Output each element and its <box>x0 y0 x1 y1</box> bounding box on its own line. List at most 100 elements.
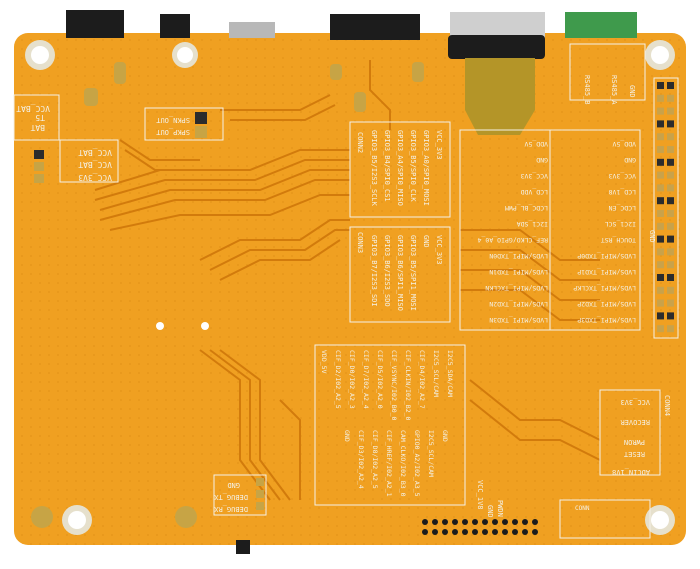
audio-jack <box>160 14 190 38</box>
vga-port <box>330 14 420 40</box>
rs485-silkscreen: RS485_A RS485_B GND <box>569 43 646 105</box>
camera-row: CIF_D0/I02_A2_3 <box>348 350 356 409</box>
bottom-header-pin <box>502 519 508 525</box>
lcd-left-label: VDD_5V <box>524 140 548 148</box>
lcd-right-label: LVDS/MIPI_TXD1P <box>577 268 636 276</box>
debug-rx: DEBUG_RX <box>213 505 248 513</box>
bottom-header-pin <box>522 529 528 535</box>
bottom-header-pin <box>422 519 428 525</box>
header-pin <box>667 197 674 205</box>
camera-row: CIF_VSYNC/I02_B0_0 <box>390 350 398 421</box>
camera-row-2: CIF_HREF/I02_A2_1 <box>385 430 393 497</box>
label-vcc-bat: VCC_BAT <box>16 104 50 113</box>
conn2-row: GPIO3_B4/SPI0_CS1 <box>383 130 391 202</box>
lcd-left-label: VCC_3V3 <box>521 172 548 180</box>
camera-row: CIF_CLKIN/I02_B2_0 <box>404 350 412 421</box>
header-pin <box>657 274 664 281</box>
lcd-right-label: LVDS/MIPI_TXD3P <box>577 316 636 324</box>
header-pin <box>667 107 674 115</box>
camera-row-2: CAM_CLKO/I02_B3_0 <box>399 430 407 497</box>
header-pin <box>657 158 664 166</box>
header-pin <box>667 248 674 256</box>
header-pin <box>667 286 674 294</box>
lcd-left-label: LVDS/MIPI_TXD0N <box>489 252 548 260</box>
right-recover: RECOVER <box>620 418 650 426</box>
header-pin <box>657 235 664 243</box>
lcd-right-label: LCDC_EN <box>609 204 636 212</box>
rj45-footprint <box>465 58 535 135</box>
right-side-labels: CONN4 VCC_3V3 RECOVER PWRON RESET ADCIN_… <box>559 389 671 539</box>
rj45-housing <box>448 35 545 59</box>
bottom-header-pin <box>442 529 448 535</box>
mounting-hole-bottom-right <box>645 505 675 535</box>
camera-row: CIF_D5/I02_A2_0 <box>376 350 384 409</box>
lcd-right-label: VCC_3V3 <box>609 172 636 180</box>
header-pin <box>667 299 674 307</box>
bottom-header-pin <box>492 529 498 535</box>
label-rs485-b: RS485_B <box>583 75 591 105</box>
lcd-left-label: REF_CLKO/GPIO_A0_4 <box>477 236 548 244</box>
header-pin <box>657 312 664 320</box>
header-pin <box>667 210 674 217</box>
bottom-header-pin <box>452 529 458 535</box>
header-pin <box>657 197 664 205</box>
lcd-right-label: LVDS/MIPI_TXCLKP <box>573 284 636 292</box>
header-pin <box>667 274 674 281</box>
camera-row: I2C5_SDA/CAM <box>446 350 454 397</box>
header-pin <box>667 222 674 230</box>
header-pin <box>667 261 674 269</box>
lcd-left-label: LCD_VDD <box>521 188 548 196</box>
header-pin <box>667 171 674 179</box>
bottom-header-pin <box>462 519 468 525</box>
bottom-header-pin <box>532 519 538 525</box>
debug-gnd: GND <box>227 481 240 489</box>
conn3-row: GPIO3_B6/I2S3_SDO <box>383 235 391 307</box>
debug-block: GND DEBUG_TX DEBUG_RX <box>213 474 267 516</box>
header-pin <box>657 222 664 230</box>
debug-tx: DEBUG_TX <box>213 493 248 501</box>
header-pin <box>657 299 664 307</box>
camera-row: CIF_D4/I02_A2_7 <box>418 350 426 409</box>
conn2-row: GPIO3_B5/SPI0_CLK <box>409 130 417 202</box>
label-t5: T5 <box>35 113 45 122</box>
right-vcc-3v3: VCC_3V3 <box>620 398 650 406</box>
bottom-header-pin <box>472 529 478 535</box>
dc-jack <box>66 10 124 38</box>
header-pin <box>657 261 664 269</box>
camera-row: I2C5_SCL/CAM <box>432 350 440 397</box>
right-reset: RESET <box>623 450 645 458</box>
cam-gnd: GND <box>486 505 494 518</box>
usb-port <box>229 22 275 38</box>
right-header <box>653 77 679 339</box>
bottom-header-pin <box>452 519 458 525</box>
header-pin <box>657 133 664 141</box>
header-pin <box>657 82 664 89</box>
camera-row-2: I2C5_SCL/CAM <box>427 430 435 477</box>
header-pin <box>657 325 664 333</box>
bottom-header <box>422 519 538 535</box>
left-silkscreen: VCC_BAT BAT T5 SPKN_OUT SPKP_OUT VCC_BAT… <box>13 94 224 183</box>
bottom-header-pin <box>482 519 488 525</box>
label-spkp-out: SPKP_OUT <box>155 128 190 136</box>
label-rs485-a: RS485_A <box>610 75 618 105</box>
header-pin <box>667 133 674 141</box>
cam-vcc-1v8: VCC_1V8 <box>476 480 484 510</box>
header-pin <box>657 248 664 256</box>
conn3-row: GPIO3_B6/SPI1_MISO <box>396 235 404 311</box>
right-conn4: CONN4 <box>663 395 671 416</box>
camera-row-2: GPIO0_A2/I02_A3_5 <box>413 430 421 497</box>
header-pin <box>657 146 664 153</box>
lcd-block: VDD_5VGNDVCC_3V3LCD_VDDLCDC_BL_PWMI2C1_S… <box>459 129 656 331</box>
label-vcc-3v3: VCC_3V3 <box>78 173 112 182</box>
header-pin <box>657 286 664 294</box>
right-adcin: ADCIN_1V8 <box>612 468 650 476</box>
label-vcc-bat-2: VCC_BAT <box>78 148 112 157</box>
bottom-header-pin <box>502 529 508 535</box>
traces <box>94 60 601 501</box>
header-pin <box>667 158 674 166</box>
cam-pwdn: PWDN <box>496 500 504 517</box>
label-gnd-top: GND <box>628 85 636 98</box>
